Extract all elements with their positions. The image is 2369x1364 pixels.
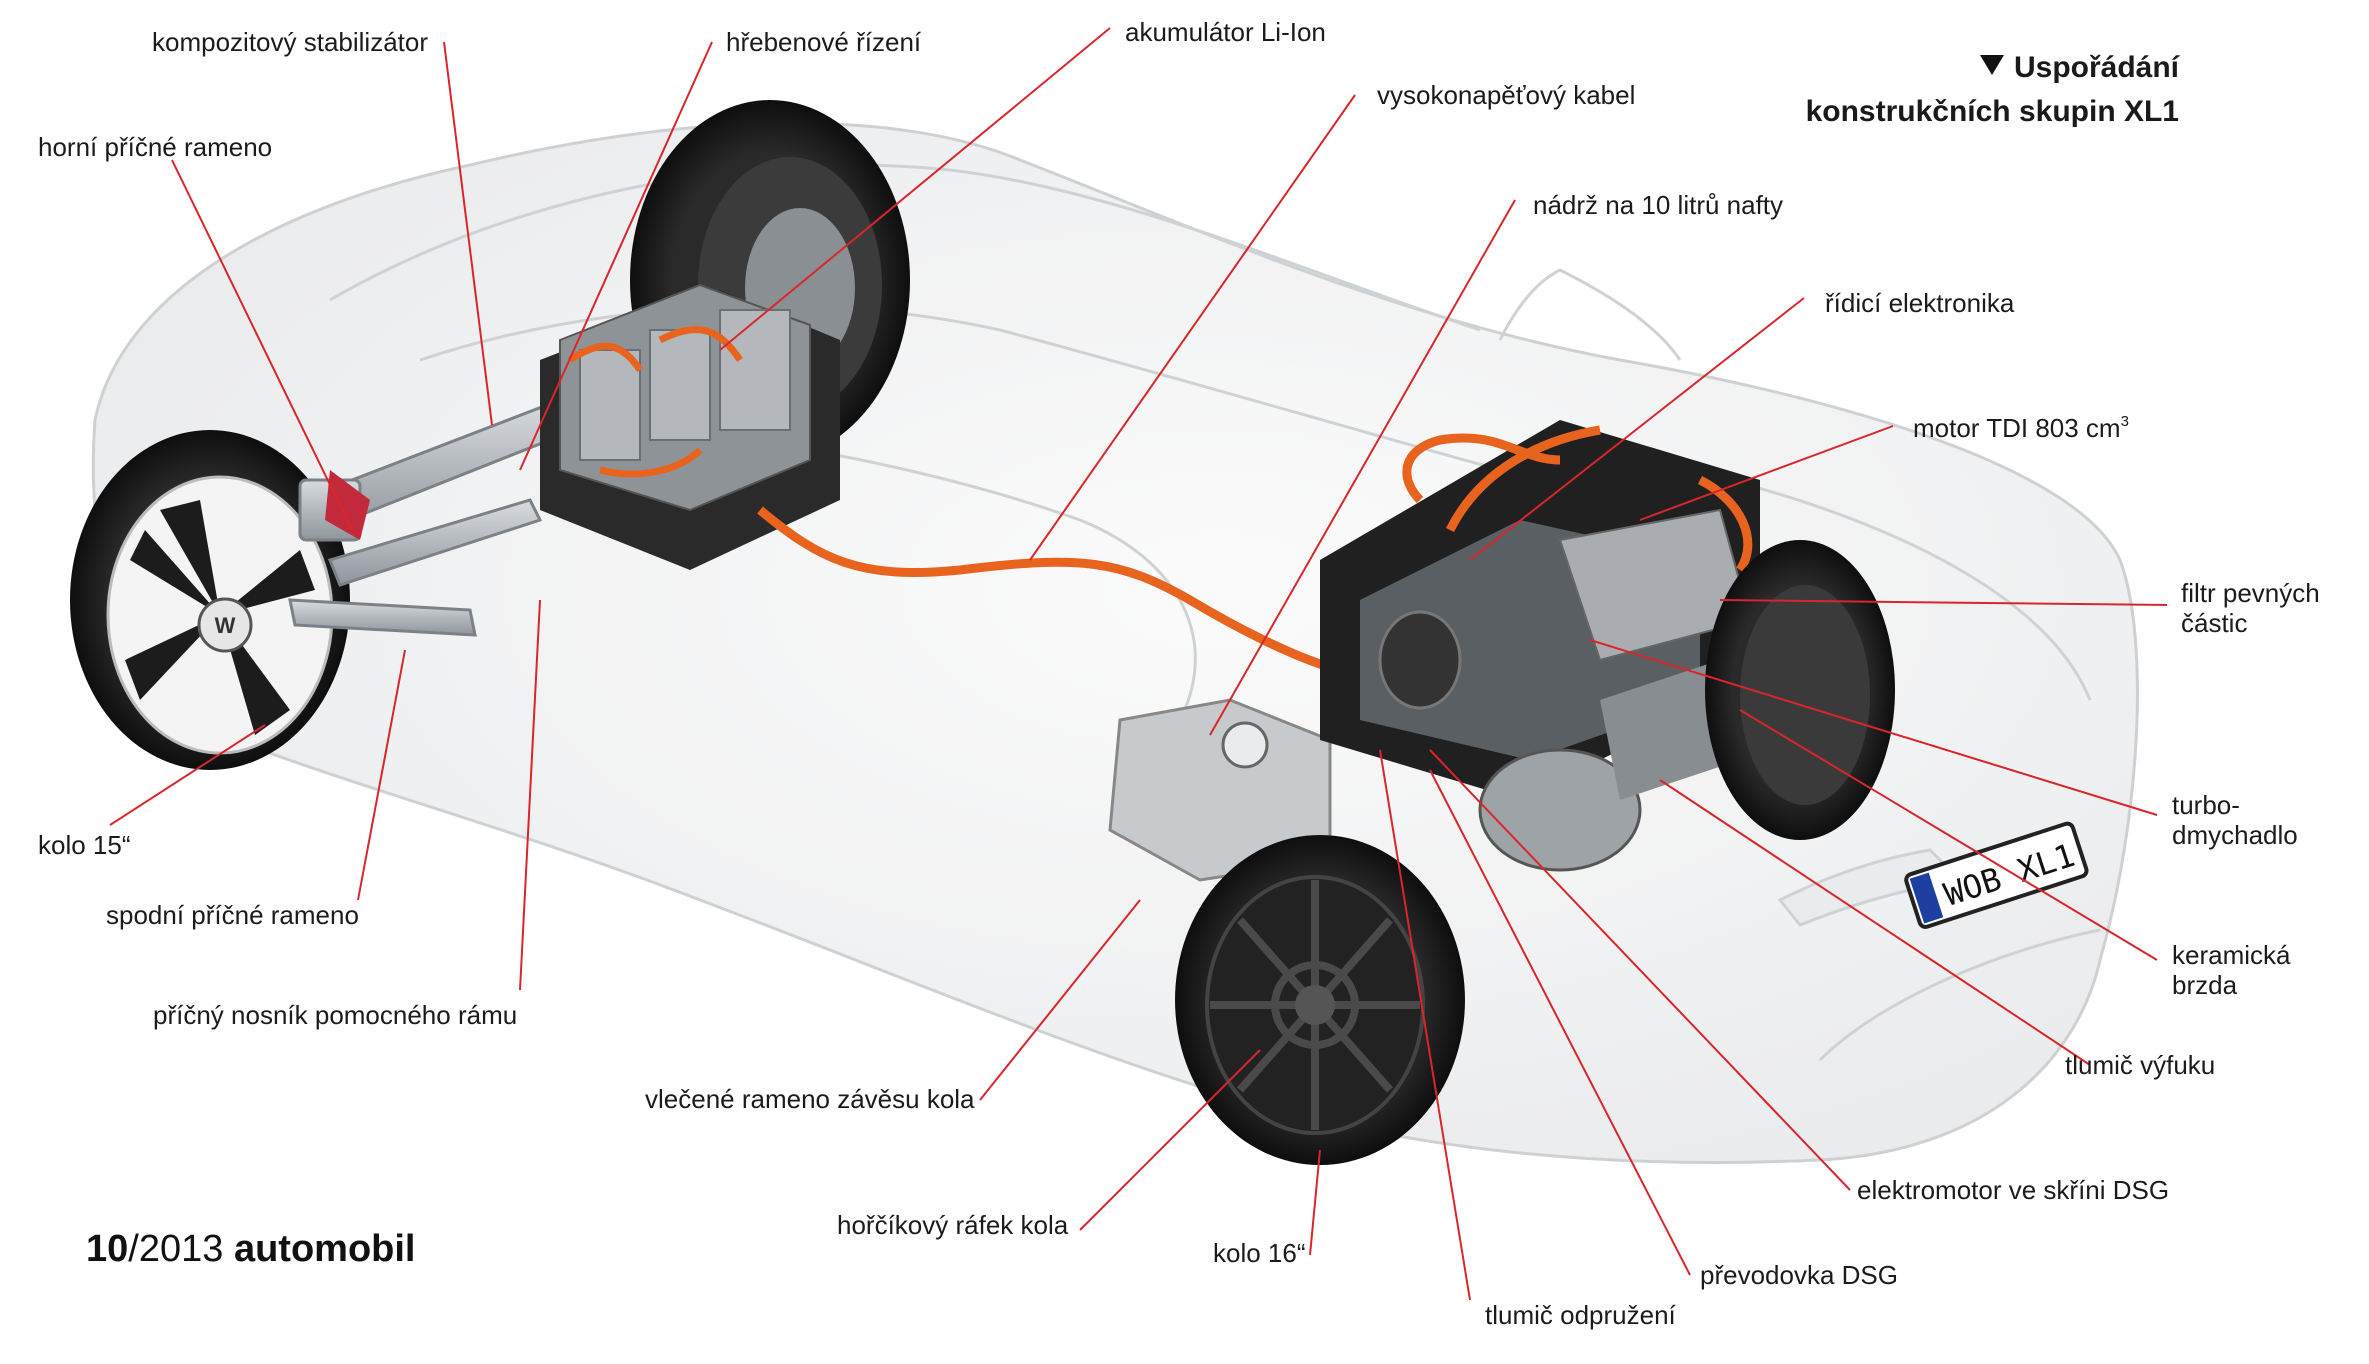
label-horcikovy-rafek: hořčíkový ráfek kola (837, 1210, 1069, 1240)
motor-text: motor TDI 803 cm (1913, 413, 2121, 443)
label-kolo-16: kolo 16“ (1213, 1238, 1306, 1268)
label-kolo-15: kolo 15“ (38, 830, 131, 860)
steering-rack (325, 470, 370, 540)
label-nadrz: nádrž na 10 litrů nafty (1533, 190, 1784, 220)
rear-right-wheel (1705, 540, 1895, 840)
label-vlecene-rameno: vlečené rameno závěsu kola (645, 1084, 975, 1114)
label-ridici-elektronika: řídicí elektronika (1825, 288, 2015, 318)
triangle-down-icon (1979, 55, 2004, 75)
label-elektromotor: elektromotor ve skříni DSG (1857, 1175, 2170, 1205)
leader-lines (109, 27, 2168, 1301)
brzda-line-2: brzda (2172, 970, 2238, 1000)
footer-magazine: automobil (233, 1228, 416, 1270)
motor-sup: 3 (2120, 413, 2129, 430)
label-keramicka-brzda: keramická brzda (2172, 940, 2290, 1000)
brzda-line-1: keramická (2172, 940, 2291, 970)
label-tlumic-odpruzeni: tlumič odpružení (1485, 1300, 1676, 1330)
label-hrebenove-rizeni: hřebenové řízení (726, 27, 922, 57)
magazine-footer: 10/2013 automobil (86, 1228, 415, 1271)
label-pricny-nosnik: příčný nosník pomocného rámu (153, 1000, 518, 1030)
label-prevodovka: převodovka DSG (1700, 1260, 1898, 1290)
turbo-line-1: turbo- (2172, 790, 2240, 820)
svg-text:W: W (215, 613, 236, 638)
filtr-line-2: částic (2181, 608, 2248, 638)
footer-year: /2013 (128, 1228, 224, 1270)
label-motor-tdi: motor TDI 803 cm3 (1913, 413, 2129, 443)
label-turbodmychadlo: turbo- dmychadlo (2172, 790, 2298, 850)
label-vysokonapetovy-kabel: vysokonapěťový kabel (1377, 80, 1636, 110)
engine-block (1320, 420, 1760, 872)
heading-line-2: konstrukčních skupin XL1 (1805, 95, 2179, 128)
filtr-line-1: filtr pevných (2181, 578, 2320, 608)
battery-pack (540, 283, 840, 570)
label-horni-pricne-rameno: horní příčné rameno (38, 132, 273, 162)
label-kompozitovy-stabilizator: kompozitový stabilizátor (152, 27, 428, 57)
diagram-heading: Uspořádání konstrukčních skupin XL1 (1806, 46, 2179, 134)
heading-line-1: Uspořádání (2013, 51, 2179, 84)
front-right-wheel-16 (1175, 835, 1465, 1165)
label-akumulator: akumulátor Li-Ion (1125, 17, 1326, 47)
turbo-line-2: dmychadlo (2172, 820, 2298, 850)
label-spodni-pricne-rameno: spodní příčné rameno (106, 900, 359, 930)
label-tlumic-vyfuku: tlumič výfuku (2065, 1050, 2216, 1080)
label-filtr-castic: filtr pevných částic (2181, 578, 2320, 638)
footer-issue: 10 (86, 1228, 129, 1270)
high-voltage-cable (757, 506, 1342, 675)
front-left-wheel-15: W (70, 430, 350, 770)
